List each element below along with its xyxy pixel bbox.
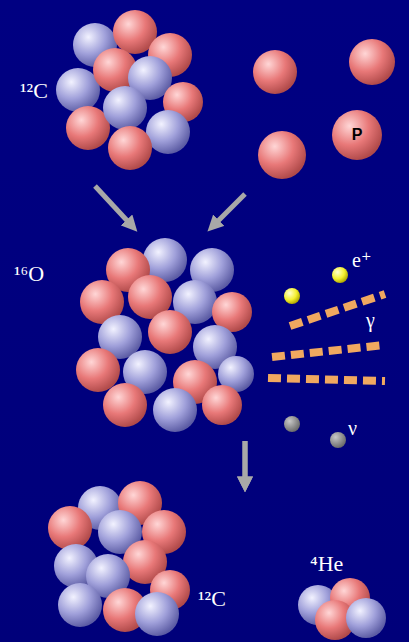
nucleus-label: ¹²C [20,80,48,102]
carbon-nucleus [56,10,203,170]
emitted-particles [268,267,385,448]
reaction-arrow [212,194,245,227]
particle-label: e⁺ [352,250,371,270]
nucleus: ¹⁶O [8,235,260,435]
proton-group [253,39,395,179]
reaction-arrow [243,441,248,486]
carbon-nucleus [48,481,190,636]
nucleus: ¹²C [40,488,240,636]
reaction-arrow [243,441,248,486]
reaction-arrow [95,186,133,227]
nucleus-label: ¹⁶O [14,263,44,285]
nucleus-label: ⁴He [310,553,343,575]
oxygen-nucleus [76,238,254,432]
proton: P [235,38,400,188]
nucleus-label: ¹²C [198,588,226,610]
proton-label: P [352,127,363,143]
particle-label: ν [348,418,357,438]
nucleus: ¹²C [15,10,205,180]
helium-nucleus [298,578,386,640]
nucleus: ⁴He [290,553,395,637]
particle-label: γ [366,310,375,330]
